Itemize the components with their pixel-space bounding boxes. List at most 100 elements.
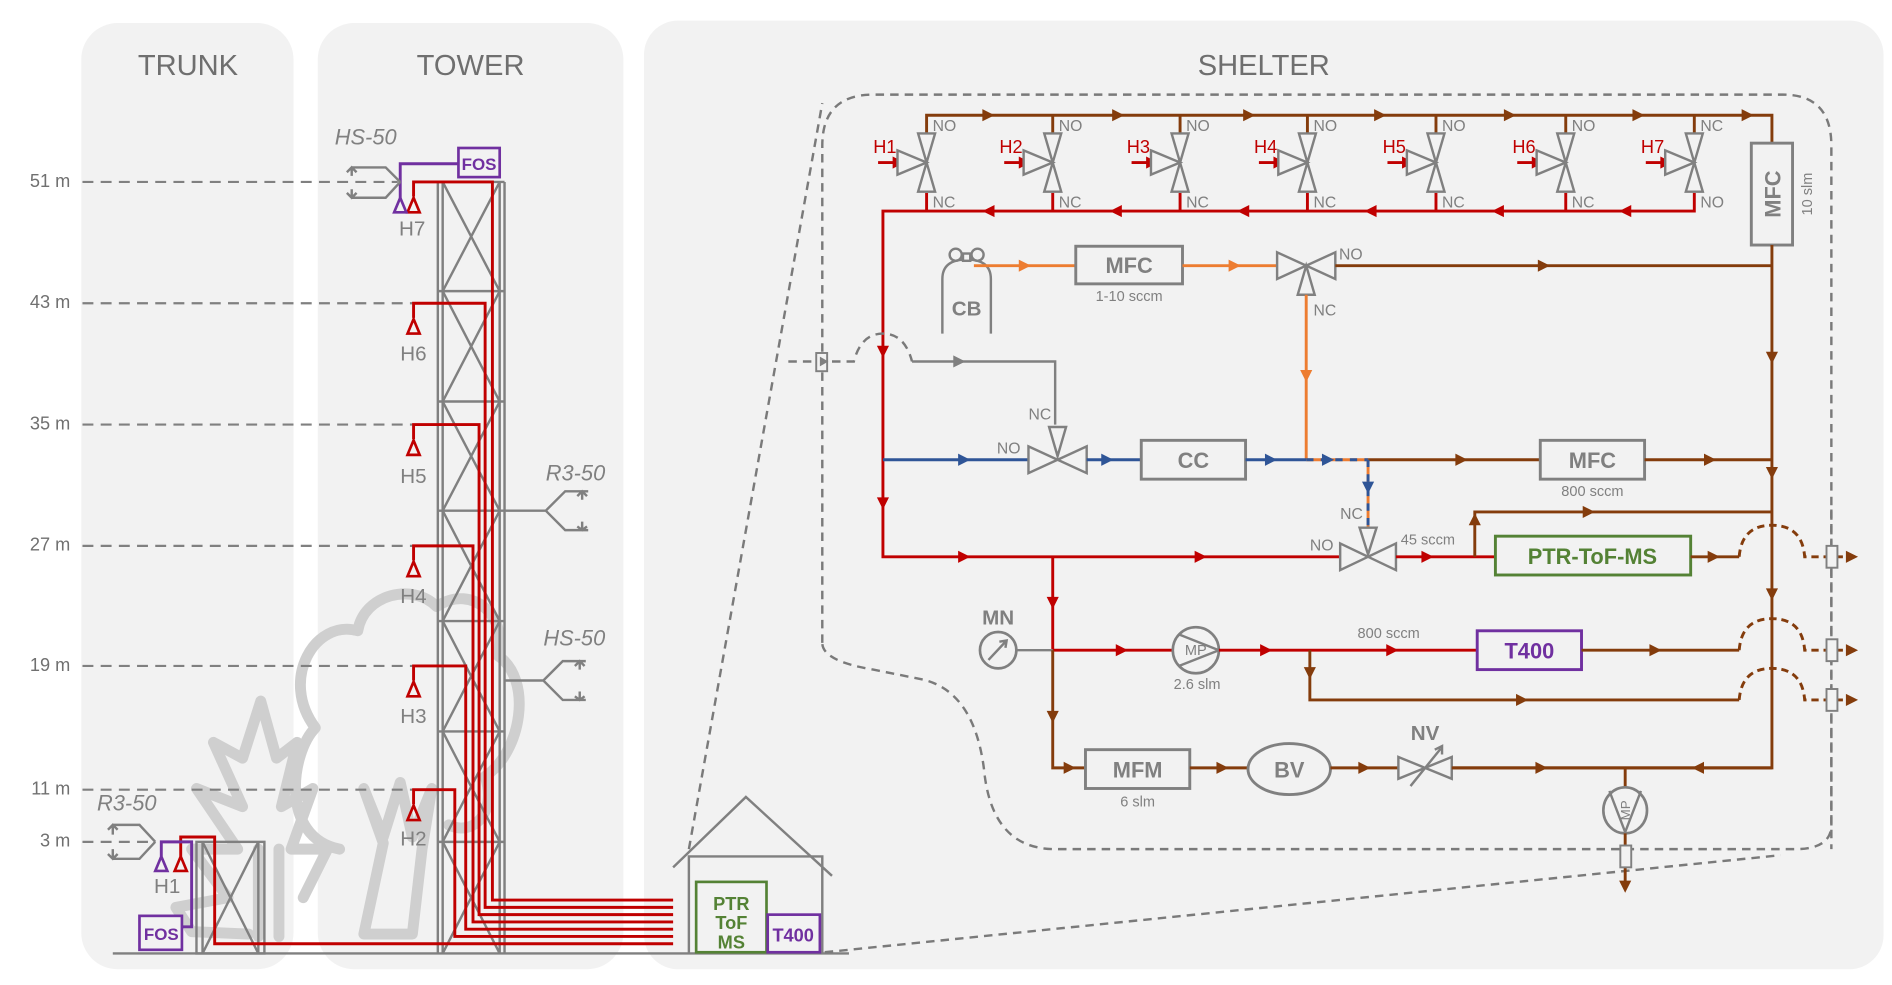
port-bottom-label: NO [1700,194,1724,211]
hut-t400-box [766,913,822,954]
manifold-valve-h4: H4 NO NC [1254,118,1337,211]
svg-text:MFM: MFM [1113,758,1163,783]
mass-flow-meter: MFM 6 slm [1084,748,1192,811]
svg-text:MS: MS [718,933,745,953]
manifold-inlet-label: H4 [1254,137,1277,157]
manifold-valve-h5: H5 NO NC [1383,118,1466,211]
svg-text:MFC: MFC [1569,448,1617,473]
svg-text:H4: H4 [400,585,426,608]
port-top-label: NO [1059,118,1083,135]
svg-text:NO: NO [997,441,1021,458]
fos-bottom: FOS [138,840,194,952]
port-top-label: NO [1572,118,1596,135]
manifold-inlet-label: H3 [1127,137,1150,157]
port-bottom-label: NC [1186,194,1209,211]
port-bottom-label: NC [1442,194,1465,211]
ptr-valve: NC NO [1310,506,1398,573]
svg-text:800 sccm: 800 sccm [1561,484,1623,500]
tower-panel [317,23,624,970]
trunk-structure [195,840,266,955]
height-label-51: 51 m [30,171,70,191]
inlet-H5: H5 [400,436,427,488]
svg-text:H3: H3 [400,705,426,728]
manifold-inlet-label: H6 [1512,137,1535,157]
inlet-H4: H4 [400,558,427,608]
svg-text:R3-50: R3-50 [97,790,156,815]
svg-text:MN: MN [982,607,1014,630]
inlet-H2: H2 [400,801,427,850]
inlet-H3: H3 [400,678,427,728]
svg-text:HS-50: HS-50 [335,124,397,149]
svg-text:NC: NC [1313,302,1336,319]
t400-instrument: T400 [1475,629,1583,672]
svg-text:H6: H6 [400,342,426,365]
mfc-zero: MFC 800 sccm [1538,438,1647,500]
manifold-valve-h6: H6 NO NC [1512,118,1595,211]
svg-text:NC: NC [1028,407,1051,424]
svg-text:PTR: PTR [713,894,749,914]
svg-text:45 sccm: 45 sccm [1401,533,1455,549]
svg-text:PTR-ToF-MS: PTR-ToF-MS [1528,544,1657,569]
section-title-tower: TOWER [417,50,525,82]
svg-text:T400: T400 [1504,639,1554,664]
port-top-label: NO [1313,118,1337,135]
pump-bypass [1308,650,1740,702]
port-bottom-label: NC [1313,194,1336,211]
anemometer-hs50-top: HS-50 [335,124,402,200]
needle-valve: NV [1397,722,1453,787]
tower-structure [436,180,506,955]
port-top-label: NO [933,118,957,135]
svg-text:MFC: MFC [1760,170,1785,218]
svg-text:R3-50: R3-50 [546,460,605,485]
svg-text:H1: H1 [154,875,180,898]
svg-text:NO: NO [1310,538,1334,555]
fos-top: FOS [398,146,502,198]
svg-text:MFC: MFC [1105,253,1153,278]
inlet-H6: H6 [400,315,427,365]
svg-text:NC: NC [1340,506,1363,523]
svg-text:10 slm: 10 slm [1800,173,1816,216]
deciduous-tree-icon [290,588,525,940]
height-label-19: 19 m [30,655,70,675]
mfc-main: MFC 10 slm [1749,141,1816,247]
anemometer-r350-trunk: R3-50 [97,790,156,861]
svg-text:H7: H7 [399,217,425,240]
zoom-line-bottom [824,853,1781,954]
svg-text:H2: H2 [400,827,426,850]
svg-text:ToF: ToF [715,913,747,933]
section-title-shelter: SHELTER [1198,50,1330,82]
section-title-trunk: TRUNK [138,50,239,82]
trunk-panel [81,23,294,970]
zero-valve: NO [997,425,1088,475]
anemometer-hs50-tower: HS-50 [504,625,605,702]
height-label-27: 27 m [30,535,70,555]
svg-text:1-10 sccm: 1-10 sccm [1096,289,1163,305]
inlet-H1: H1 [153,852,189,898]
port-top-label: NC [1700,118,1723,135]
height-label-3: 3 m [40,831,70,851]
port-bottom-label: NC [1572,194,1595,211]
inlet-tubing [179,180,674,946]
height-levels: 51 m 43 m 35 m 27 m 19 m 11 m 3 m [30,171,413,851]
svg-text:T400: T400 [772,925,813,945]
port-top-label: NO [1442,118,1466,135]
height-label-35: 35 m [30,413,70,433]
svg-text:2.6 slm: 2.6 slm [1174,677,1221,693]
pump-t400: MP 2.6 slm [1171,625,1223,693]
measurement-hut: PTR ToF MS T400 [672,795,833,954]
catalytic-converter: CC [1139,438,1248,481]
external-zero-air-inlet: NC [788,332,1057,425]
svg-text:HS-50: HS-50 [543,625,605,650]
manometer: MN [978,607,1053,670]
svg-text:BV: BV [1274,758,1305,783]
manifold-inlet-label: H5 [1383,137,1406,157]
anemometer-r350-tower: R3-50 [504,460,605,532]
sample-main-line [881,209,1341,559]
svg-text:MP: MP [1185,643,1207,659]
ptr-overflow [1473,510,1772,557]
manifold-inlet-label: H2 [999,137,1022,157]
